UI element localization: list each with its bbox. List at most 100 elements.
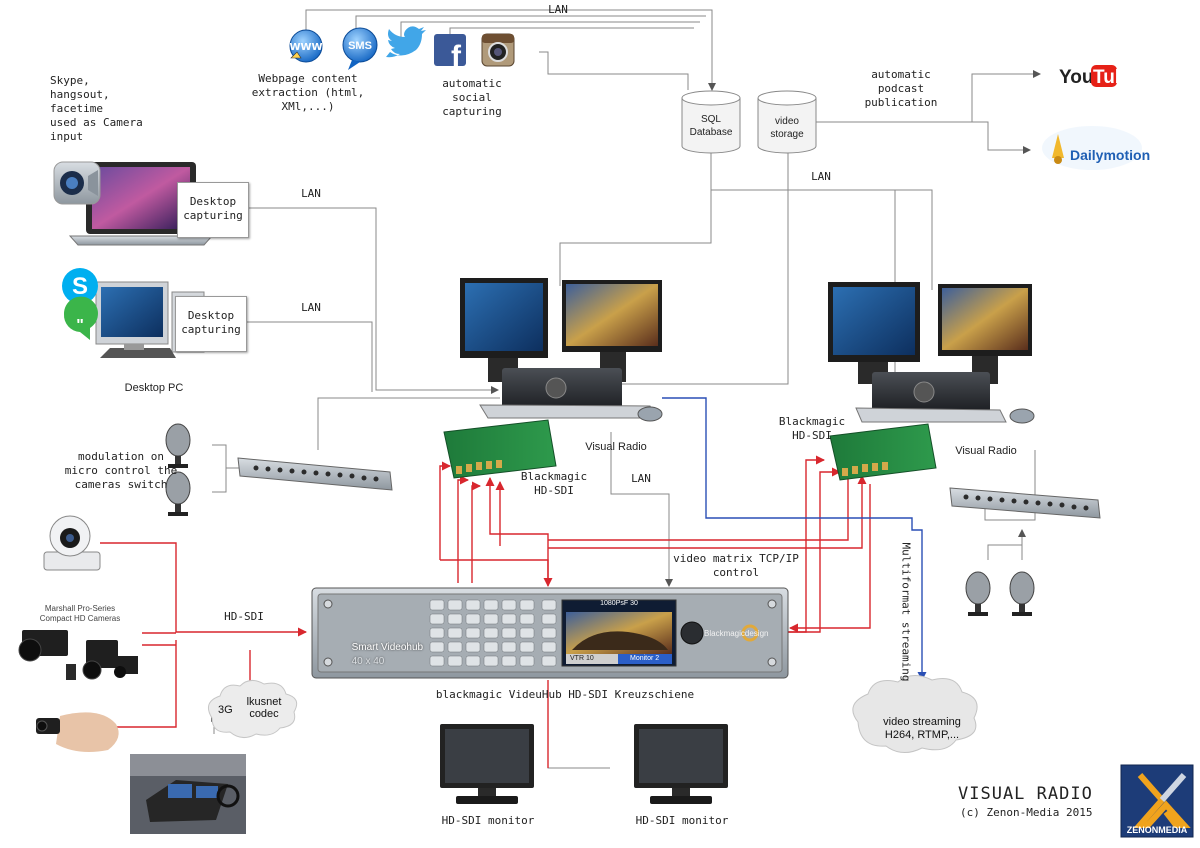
blackmagic-videohub-router — [311, 587, 789, 679]
dailymotion-logo — [1042, 126, 1142, 170]
svg-text:WWW: WWW — [289, 42, 322, 53]
videohub-size: 40 x 40 — [351, 656, 385, 667]
sql-database-label: SQL Database — [689, 114, 733, 138]
stream-pc1 — [662, 397, 927, 681]
hd-sdi-label: HD-SDI — [224, 610, 264, 623]
laptop-macbook — [68, 162, 214, 246]
twitter-bird-icon — [386, 26, 426, 58]
sdi-hub-in1 — [440, 559, 553, 587]
sdi-pc2-c — [548, 469, 853, 541]
lan-label-matrix: LAN — [631, 472, 651, 485]
zenon-media-logo — [1120, 764, 1194, 838]
blackmagic-label-1: Blackmagic HD-SDI — [520, 470, 588, 497]
desktop-pc-label: Desktop PC — [124, 382, 184, 394]
microphone-1 — [165, 423, 191, 468]
lan-line-podcast — [816, 70, 1041, 123]
lan-line-twitter — [400, 21, 700, 40]
marshall-cameras-label: Marshall Pro-Series Compact HD Cameras — [39, 604, 121, 623]
visual-radio-workstation-2 — [828, 282, 1035, 481]
cloud-codec-label: lkusnet codec — [246, 696, 282, 720]
bullet-camera-in-hand — [36, 712, 119, 752]
lan-line-patchbay1 — [317, 397, 500, 450]
lan-line-mics-right — [987, 529, 1026, 560]
sms-bubble-icon: SMS — [342, 27, 378, 70]
videohub-name-label: Smart Videohub 40 x 40 — [346, 627, 424, 669]
lan-line-storage — [574, 152, 789, 388]
www-globe-icon: WWW — [289, 29, 323, 63]
skype-note-label: Skype, hangsout, facetime used as Camera… — [50, 74, 143, 143]
blackmagic-label-2: Blackmagic HD-SDI — [778, 415, 846, 442]
sdi-pc2-e — [789, 484, 871, 633]
video-storage-cylinder — [757, 90, 817, 154]
diagram-title: VISUAL RADIO — [958, 784, 1093, 804]
matrix-control-label: video matrix TCP/IP control — [673, 552, 799, 579]
zenon-logo-text: ZENONMEDIA — [1126, 825, 1188, 835]
hangouts-icon: " — [63, 296, 98, 340]
diagram-copyright: (c) Zenon-Media 2015 — [960, 806, 1093, 819]
portable-live-mixer-photo — [130, 754, 246, 834]
instagram-icon — [481, 33, 515, 67]
lan-label-top: LAN — [548, 3, 568, 16]
videohub-brand-label: Blackmagicdesign — [704, 629, 769, 638]
ptz-camera — [43, 515, 101, 571]
lan-line-storage-pc2 — [788, 189, 933, 290]
codec-cloud — [207, 680, 298, 738]
desktop-capturing-box-2: Desktop capturing — [175, 296, 247, 352]
dailymotion-label: Dailymotion — [1070, 147, 1151, 163]
hd-sdi-monitor-2 — [634, 724, 728, 804]
sdi-pc1-b — [457, 475, 469, 583]
svg-text:": " — [76, 317, 84, 334]
video-storage-label: video storage — [770, 116, 804, 140]
lan-line-sql-pc — [559, 150, 712, 286]
audio-patchbay-left — [237, 457, 393, 491]
svg-text:You: You — [1059, 67, 1093, 88]
videohub-screen-top: 1080PsF 30 — [600, 600, 638, 607]
microphone-3 — [965, 571, 991, 616]
podcast-publication-label: automatic podcast publication — [864, 68, 938, 109]
hd-sdi-monitor-1 — [440, 724, 534, 804]
svg-text:Tube: Tube — [1093, 67, 1137, 88]
social-capturing-label: automatic social capturing — [442, 77, 502, 118]
visual-radio-label-2: Visual Radio — [955, 445, 1017, 457]
desktop-capturing-box-1: Desktop capturing — [177, 182, 249, 238]
streaming-cloud — [852, 675, 978, 753]
multiformat-streaming-label: Multiformat streaming — [899, 542, 913, 682]
sdi-pc1-c — [471, 481, 481, 583]
videohub-caption: blackmagic VideuHub HD-SDI Kreuzschiene — [435, 688, 695, 701]
lan-line-sms — [355, 15, 706, 32]
lan-line-laptop — [248, 207, 499, 394]
lan-line-desktop — [246, 321, 373, 392]
sdi-camera1 — [100, 542, 307, 637]
sdi-pc1-d — [485, 477, 549, 583]
microphone-4 — [1009, 571, 1035, 616]
videohub-screen-right: Monitor 2 — [630, 655, 660, 662]
facebook-icon: f — [434, 34, 466, 73]
lan-line-podcast2 — [972, 121, 1031, 154]
hd-monitor-label-1: HD-SDI monitor — [441, 814, 535, 827]
visual-radio-workstation-1 — [443, 278, 663, 479]
hd-monitor-label-2: HD-SDI monitor — [635, 814, 729, 827]
cloud-3g-label: 3G — [218, 704, 233, 716]
youtube-logo: You Tube — [1059, 65, 1137, 88]
lan-line-mic-bay — [212, 444, 240, 493]
sql-database-cylinder — [681, 90, 741, 154]
sdi-pc2-b — [783, 467, 841, 633]
sdi-pc2-d — [548, 475, 867, 549]
facetime-camera-icon — [53, 161, 101, 205]
videohub-name: Smart Videohub — [351, 642, 424, 653]
lan-label-storage: LAN — [811, 170, 831, 183]
svg-text:S: S — [72, 273, 88, 300]
lan-label-desktop: LAN — [301, 301, 321, 314]
skype-icon: S — [62, 268, 98, 304]
webpage-extraction-label: Webpage content extraction (html, XMl,..… — [251, 72, 365, 113]
sdi-pc2-a — [783, 455, 825, 633]
visual-radio-label-1: Visual Radio — [585, 441, 647, 453]
lan-line-top — [305, 9, 716, 91]
svg-text:f: f — [451, 40, 462, 73]
cloud-streaming-label: video streaming H264, RTMP,... — [883, 716, 961, 741]
svg-text:SMS: SMS — [348, 40, 372, 52]
modulation-note-label: modulation on micro control the cameras … — [64, 450, 178, 491]
audio-patchbay-right — [949, 487, 1101, 519]
videohub-screen-left: VTR 10 — [570, 655, 594, 662]
